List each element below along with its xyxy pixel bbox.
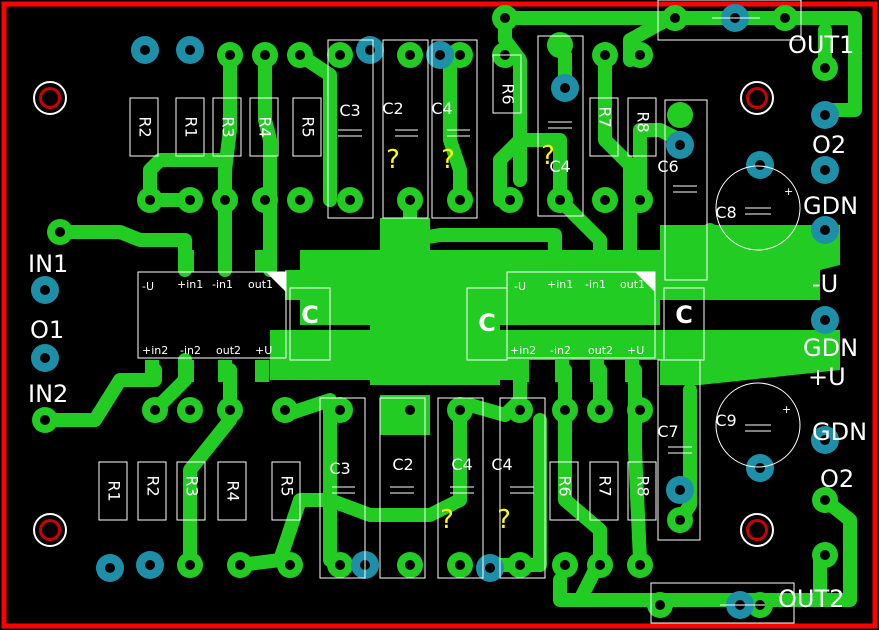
capacitor-label: C6 <box>657 157 678 176</box>
connector-label-o2-bottom: O2 <box>820 465 854 493</box>
connector-label-o1: O1 <box>30 316 64 344</box>
ic-pin-label: out1 <box>248 278 273 291</box>
ic-pin-label: +in2 <box>142 344 168 357</box>
ic2-labels: -U +in1 -in1 out1 +in2 -in2 out2 +U <box>510 278 645 357</box>
resistor-label: R6 <box>556 475 575 496</box>
resistor-label: R4 <box>224 480 243 501</box>
ic-pin-label: +in1 <box>547 278 573 291</box>
resistor-label: R2 <box>144 475 163 496</box>
connector-label-gdn-mid: GDN <box>803 334 858 362</box>
resistor-label: R7 <box>596 475 615 496</box>
connector-label-in2: IN2 <box>28 380 68 408</box>
capacitor-label: C3 <box>339 101 360 120</box>
capacitor-label: C2 <box>382 99 403 118</box>
capacitor-labels-bottom: C3 C2 C4 C4 C7 C9 <box>329 411 736 478</box>
ic-pin-label: -in1 <box>585 278 606 291</box>
ic-pin-label: -in2 <box>550 344 571 357</box>
capacitor-label: C4 <box>491 455 512 474</box>
resistor-labels-top: R2 R1 R3 R4 R5 R6 R7 R8 <box>136 83 653 137</box>
resistor-label: R8 <box>634 475 653 496</box>
ic-pin-label: out2 <box>588 344 613 357</box>
capacitor-label: C4 <box>431 99 452 118</box>
question-marker: ? <box>386 145 400 175</box>
resistor-labels-bottom: R1 R2 R3 R4 R5 R6 R7 R8 <box>105 475 653 501</box>
ic-pin-label: +U <box>627 344 644 357</box>
question-marker: ? <box>440 505 454 535</box>
ic-pin-label: +U <box>255 344 272 357</box>
silkscreen-outlines <box>98 0 802 624</box>
resistor-label: R7 <box>596 106 615 127</box>
center-cap-label: C <box>675 301 693 329</box>
resistor-label: R1 <box>105 480 124 501</box>
resistor-label: R5 <box>278 475 297 496</box>
capacitor-label: C4 <box>451 455 472 474</box>
capacitor-label: C4 <box>549 157 570 176</box>
capacitor-label: C8 <box>715 203 736 222</box>
capacitor-labels-top: C3 C2 C4 C4 C6 C8 <box>339 99 736 222</box>
connector-label-gdn-bottom: GDN <box>812 418 867 446</box>
connector-label-gdn-top: GDN <box>803 192 858 220</box>
capacitor-label: C2 <box>392 455 413 474</box>
ic-pin-label: +in2 <box>510 344 536 357</box>
resistor-label: R4 <box>256 116 275 137</box>
ic-pin-label: -in1 <box>212 278 233 291</box>
unknown-markers: ? ? ? ? ? <box>386 141 555 535</box>
vias <box>31 4 839 619</box>
capacitor-label: C9 <box>715 411 736 430</box>
resistor-label: R3 <box>183 475 202 496</box>
resistor-label: R8 <box>634 111 653 132</box>
mounting-holes <box>33 81 774 547</box>
question-marker: ? <box>497 505 511 535</box>
resistor-label: R3 <box>219 116 238 137</box>
connector-label-minus-u: -U <box>812 270 838 298</box>
center-cap-label: C <box>301 301 319 329</box>
ic-pin-label: -in2 <box>180 344 201 357</box>
center-cap-label: C <box>478 309 496 337</box>
capacitor-label: C3 <box>329 459 350 478</box>
ic-pin-label: out1 <box>620 278 645 291</box>
capacitor-label: C7 <box>657 422 678 441</box>
connector-label-out2: OUT2 <box>778 585 844 613</box>
connector-labels: OUT1 O2 GDN -U GDN +U GDN O2 OUT2 IN1 O1… <box>28 31 867 613</box>
question-marker: ? <box>541 141 555 171</box>
connector-label-in1: IN1 <box>28 250 68 278</box>
ic-pin-label: -U <box>142 280 154 293</box>
resistor-label: R1 <box>182 116 201 137</box>
ic-pin-label: +in1 <box>177 278 203 291</box>
resistor-label: R5 <box>299 116 318 137</box>
question-marker: ? <box>441 145 455 175</box>
polarity-plus: + <box>784 185 793 198</box>
ic-pin-label: out2 <box>216 344 241 357</box>
ic-pin-label: -U <box>514 280 526 293</box>
resistor-label: R6 <box>499 83 518 104</box>
ic1-labels: -U +in1 -in1 out1 +in2 -in2 out2 +U <box>142 278 273 357</box>
connector-label-out1: OUT1 <box>788 31 854 59</box>
connector-label-plus-u: +U <box>808 363 846 391</box>
connector-label-o2-top: O2 <box>812 131 846 159</box>
polarity-plus: + <box>782 403 791 416</box>
resistor-label: R2 <box>136 116 155 137</box>
